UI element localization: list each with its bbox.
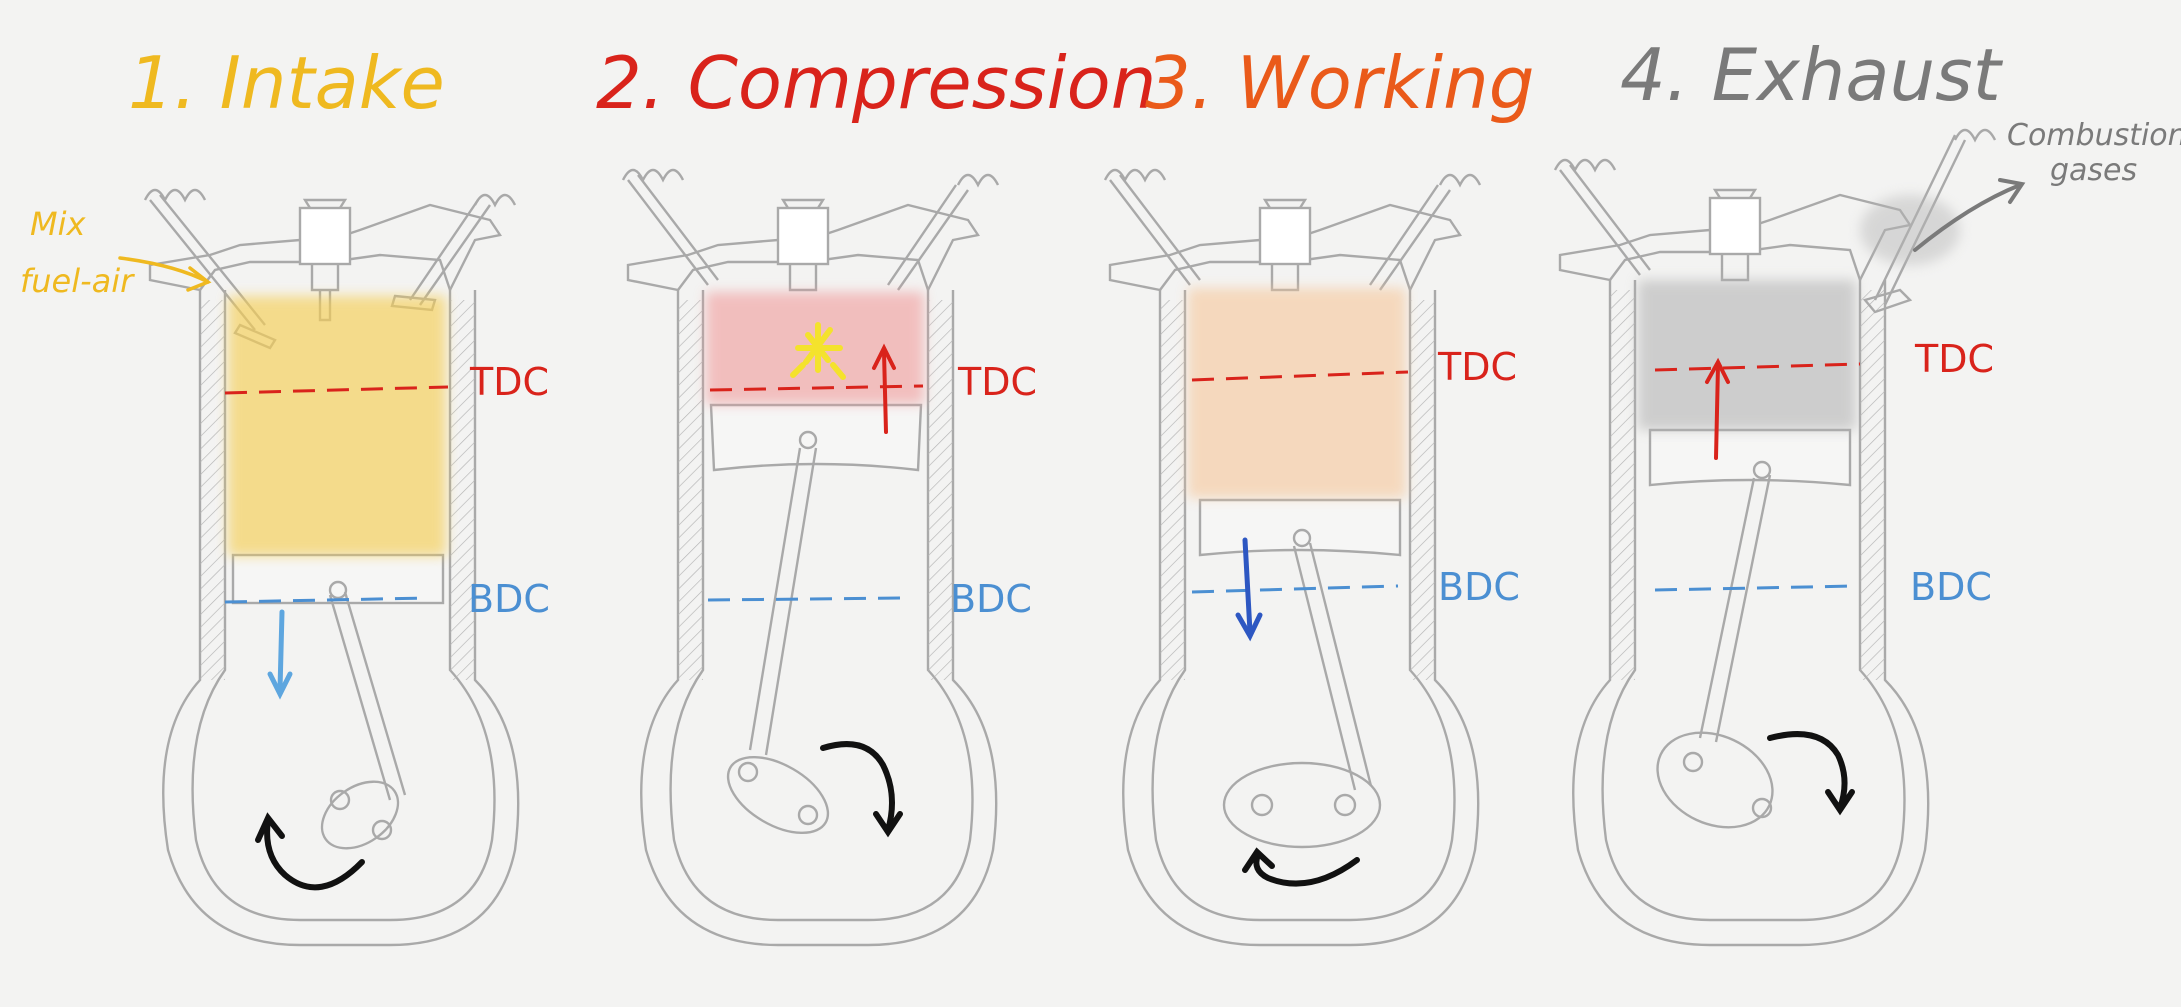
bdc-label: BDC (950, 577, 1032, 621)
arrow-down-icon (1235, 537, 1263, 642)
fuel-air-mixture-fill (228, 296, 446, 556)
rotation-clockwise-icon (1767, 731, 1855, 816)
stage-title-intake: 1. Intake (128, 41, 445, 125)
combustion-label: Combustion (2007, 118, 2181, 153)
bdc-label: BDC (1438, 565, 1520, 609)
stage-intake: 1. Intake (20, 41, 550, 947)
stage-title-compression: 2. Compression (596, 41, 1156, 125)
tdc-line (1191, 370, 1409, 382)
bdc-line (1654, 584, 1856, 592)
combustion-fill (1188, 288, 1406, 498)
bdc-line (707, 596, 907, 602)
fuel-air-label: fuel-air (20, 262, 135, 300)
engine-block (621, 168, 1000, 947)
exhaust-gas-fill (1638, 280, 1856, 430)
stage-compression: 2. Compression (596, 41, 1156, 947)
gases-label: gases (2050, 153, 2137, 188)
tdc-label: TDC (1914, 337, 1994, 381)
engine-block (1553, 128, 1997, 947)
arrow-up-icon (872, 343, 896, 434)
mix-label: Mix (30, 205, 87, 243)
bdc-label: BDC (468, 577, 550, 621)
exhaust-gas-plume (1860, 195, 1960, 265)
stage-working: 3. Working (1103, 41, 1534, 947)
stage-title-working: 3. Working (1145, 41, 1534, 125)
tdc-label: TDC (469, 360, 549, 404)
tdc-label: TDC (957, 360, 1037, 404)
gases-arrow-icon (1913, 178, 2026, 252)
bdc-label: BDC (1910, 565, 1992, 609)
arrow-down-icon (267, 609, 293, 700)
stage-exhaust: 4. Exhaust (1553, 33, 2181, 947)
rotation-clockwise-icon (820, 741, 903, 838)
engine-block (1103, 168, 1482, 947)
tdc-line (1654, 362, 1861, 372)
mix-arrow-icon (118, 256, 212, 292)
tdc-line (224, 385, 449, 395)
tdc-label: TDC (1437, 345, 1517, 389)
rotation-counterclockwise-icon (1242, 847, 1360, 887)
stage-title-exhaust: 4. Exhaust (1620, 33, 2004, 117)
spark-icon (790, 322, 846, 380)
tdc-line (709, 384, 924, 392)
rotation-counterclockwise-icon (255, 812, 365, 891)
bdc-line (1191, 584, 1399, 594)
arrow-up-icon (1705, 357, 1730, 460)
